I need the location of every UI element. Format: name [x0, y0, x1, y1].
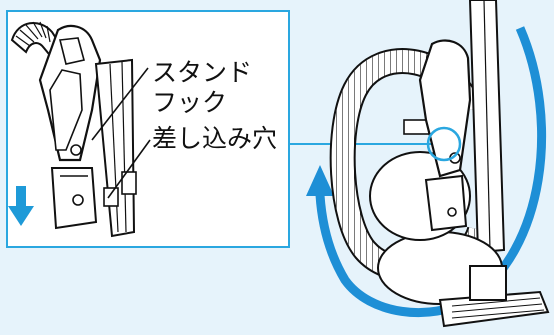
insert-hole-highlight — [426, 126, 462, 162]
stand-hook-label-line1: スタンド — [152, 58, 253, 87]
down-arrow-icon — [8, 186, 34, 226]
inset-pipe — [94, 58, 136, 238]
inset-drawing — [8, 21, 151, 238]
stand-hook-label-line2: フック — [152, 88, 228, 117]
vacuum-main — [306, 0, 550, 328]
insert-hole-label: 差し込み穴 — [152, 124, 278, 153]
insert-hole-leader — [107, 139, 151, 199]
stand-hook-leader — [91, 67, 149, 141]
